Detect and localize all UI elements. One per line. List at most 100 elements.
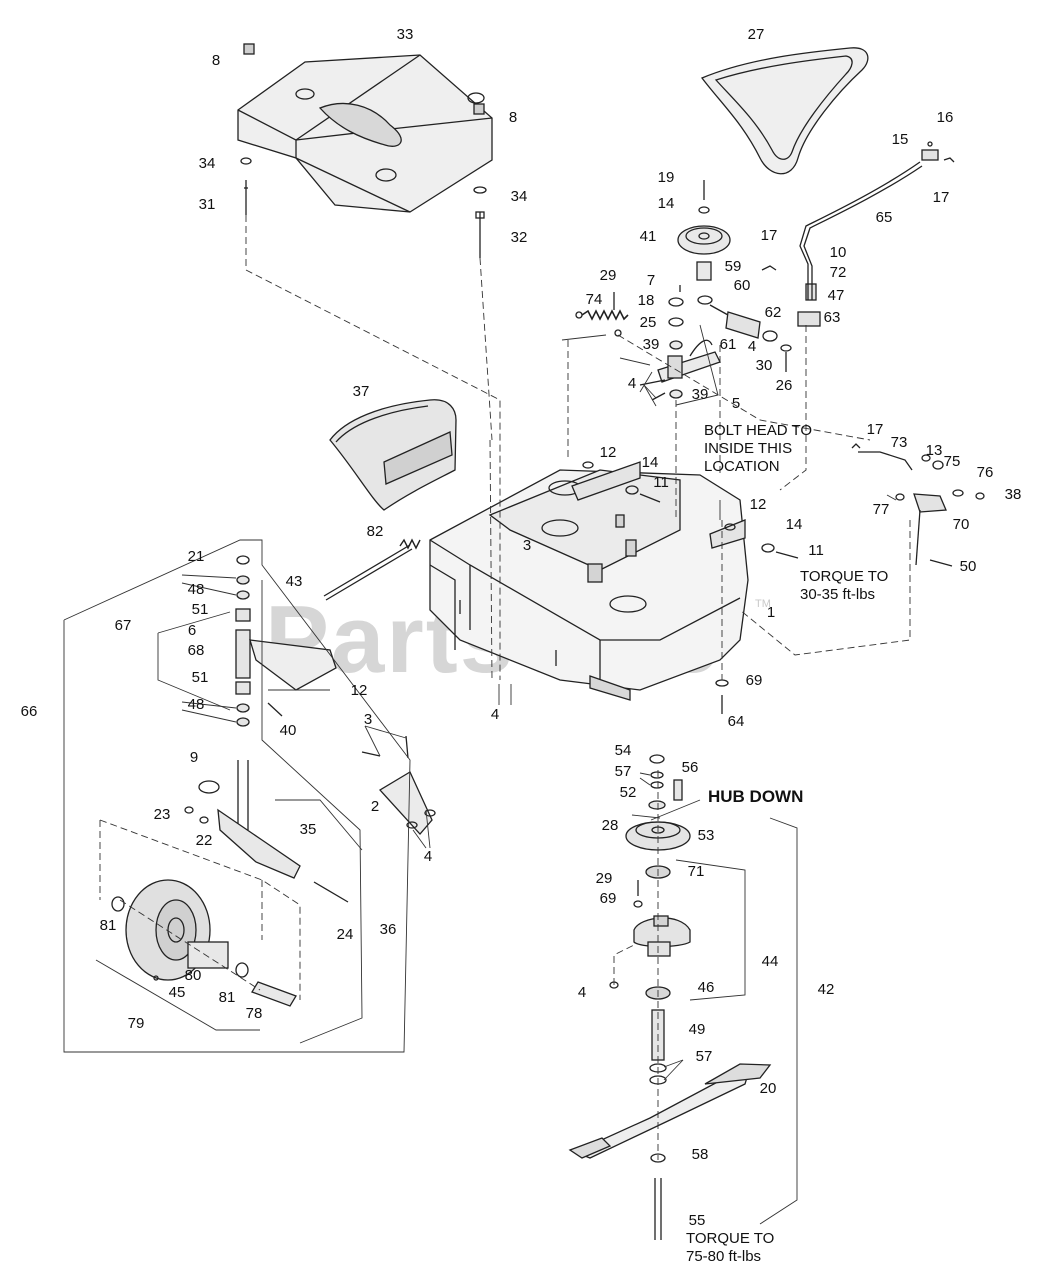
callout-68: 68	[187, 642, 205, 659]
callout-69: 69	[745, 672, 763, 689]
callout-81: 81	[99, 917, 117, 934]
callout-71: 71	[687, 863, 705, 880]
cover-bolts-part	[240, 157, 487, 258]
engagement-rod-part	[761, 141, 955, 300]
callout-4: 4	[627, 375, 637, 392]
callout-60: 60	[733, 277, 751, 294]
callout-81: 81	[218, 989, 236, 1006]
callout-80: 80	[184, 967, 202, 984]
callout-67: 67	[114, 617, 132, 634]
callout-50: 50	[959, 558, 977, 575]
callout-78: 78	[245, 1005, 263, 1022]
callout-36: 36	[379, 921, 397, 938]
callout-57: 57	[695, 1048, 713, 1065]
callout-41: 41	[639, 228, 657, 245]
note-torque-75-80: TORQUE TO 75-80 ft-lbs	[686, 1230, 775, 1265]
callout-5: 5	[731, 395, 741, 412]
callout-76: 76	[976, 464, 994, 481]
callout-4: 4	[577, 984, 587, 1001]
callout-10: 10	[829, 244, 847, 261]
callout-77: 77	[872, 501, 890, 518]
callout-73: 73	[890, 434, 908, 451]
callout-42: 42	[817, 981, 835, 998]
callout-1: 1	[766, 604, 776, 621]
idler-pulley-part	[668, 180, 731, 399]
callout-23: 23	[153, 806, 171, 823]
callout-4: 4	[423, 848, 433, 865]
callout-6: 6	[187, 622, 197, 639]
callout-58: 58	[691, 1146, 709, 1163]
callout-53: 53	[697, 827, 715, 844]
callout-32: 32	[510, 229, 528, 246]
callout-34: 34	[510, 188, 528, 205]
discharge-chute-part	[329, 399, 457, 511]
callout-12: 12	[350, 682, 368, 699]
callout-14: 14	[785, 516, 803, 533]
callout-9: 9	[189, 749, 199, 766]
callout-8: 8	[508, 109, 518, 126]
spindle-assembly-part	[568, 754, 772, 1240]
callout-43: 43	[285, 573, 303, 590]
callout-34: 34	[198, 155, 216, 172]
callout-49: 49	[688, 1021, 706, 1038]
callout-27: 27	[747, 26, 765, 43]
callout-31: 31	[198, 196, 216, 213]
callout-22: 22	[195, 832, 213, 849]
callout-51: 51	[191, 601, 209, 618]
callout-40: 40	[279, 722, 297, 739]
callout-59: 59	[724, 258, 742, 275]
callout-74: 74	[585, 291, 603, 308]
chute-rod-part	[323, 538, 421, 601]
callout-8: 8	[211, 52, 221, 69]
baffle-bracket-part	[267, 702, 436, 835]
caster-assembly-part	[111, 555, 349, 1007]
callout-75: 75	[943, 453, 961, 470]
callout-33: 33	[396, 26, 414, 43]
callout-56: 56	[681, 759, 699, 776]
callout-7: 7	[646, 272, 656, 289]
callout-70: 70	[952, 516, 970, 533]
callout-54: 54	[614, 742, 632, 759]
watermark-trademark: TM	[755, 598, 771, 610]
callout-46: 46	[697, 979, 715, 996]
callout-26: 26	[775, 377, 793, 394]
callout-57: 57	[614, 763, 632, 780]
callout-29: 29	[599, 267, 617, 284]
callout-45: 45	[168, 984, 186, 1001]
callout-61: 61	[719, 336, 737, 353]
callout-13: 13	[925, 442, 943, 459]
callout-3: 3	[522, 537, 532, 554]
height-rod-part	[851, 443, 985, 567]
callout-19: 19	[657, 169, 675, 186]
note-bolt-head: BOLT HEAD TO INSIDE THIS LOCATION	[704, 422, 813, 475]
callout-47: 47	[827, 287, 845, 304]
mower-deck-part	[429, 461, 749, 701]
note-hub-down: HUB DOWN	[708, 787, 804, 806]
callout-39: 39	[691, 386, 709, 403]
callout-51: 51	[191, 669, 209, 686]
callout-48: 48	[187, 581, 205, 598]
callout-15: 15	[891, 131, 909, 148]
callout-65: 65	[875, 209, 893, 226]
callout-17: 17	[866, 421, 884, 438]
callout-82: 82	[366, 523, 384, 540]
callout-64: 64	[727, 713, 745, 730]
idler-arm-part	[639, 339, 721, 401]
callout-69: 69	[599, 890, 617, 907]
callout-38: 38	[1004, 486, 1022, 503]
callout-63: 63	[823, 309, 841, 326]
tensioner-linkage-part	[697, 283, 821, 372]
deck-cover-part	[237, 43, 493, 213]
callout-62: 62	[764, 304, 782, 321]
callout-39: 39	[642, 336, 660, 353]
callout-28: 28	[601, 817, 619, 834]
callout-21: 21	[187, 548, 205, 565]
spring-part	[575, 292, 629, 337]
drive-belt-part	[700, 47, 869, 175]
callout-37: 37	[352, 383, 370, 400]
callout-66: 66	[20, 703, 38, 720]
callout-44: 44	[761, 953, 779, 970]
callout-29: 29	[595, 870, 613, 887]
callout-11: 11	[653, 474, 669, 491]
